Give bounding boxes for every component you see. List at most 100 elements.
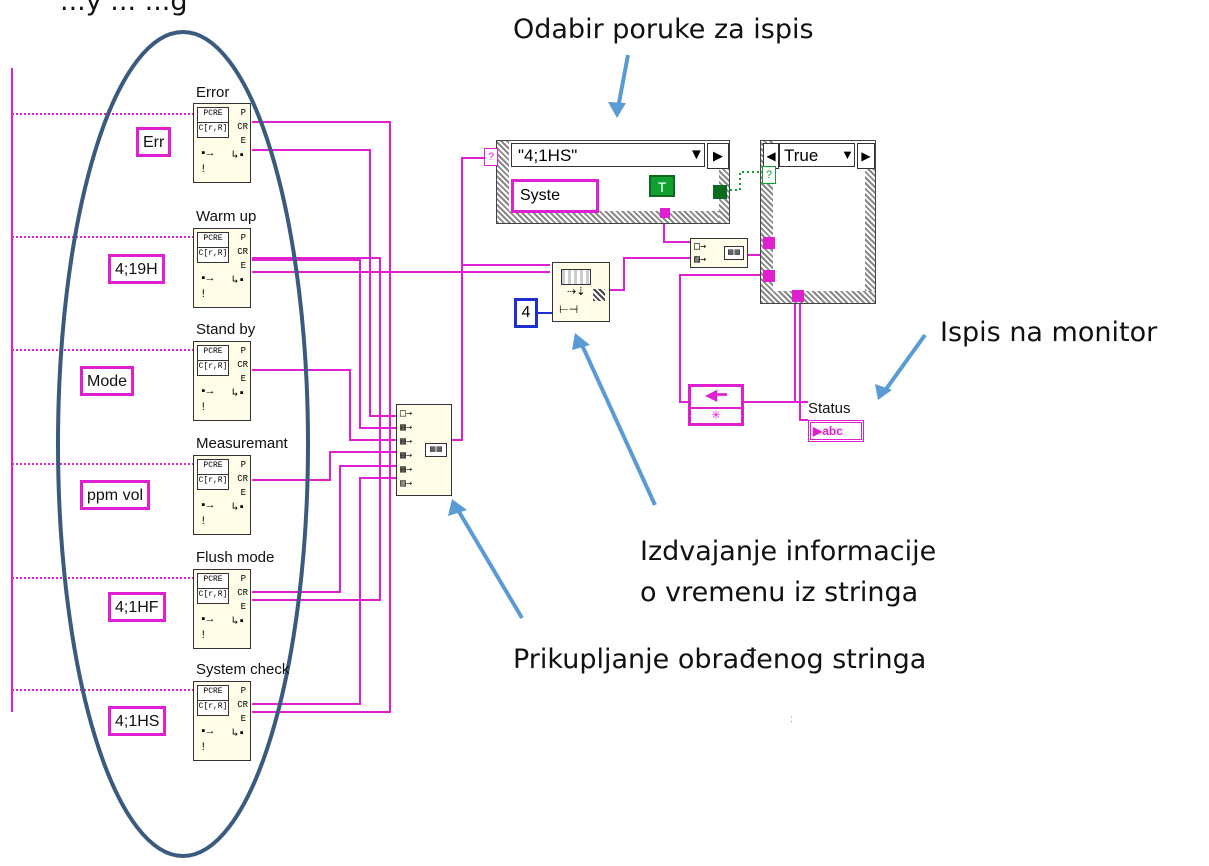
case2-next-icon[interactable]: ▶ (857, 143, 875, 169)
build-array-node[interactable]: □→▩→▩→▩→▩→▨→ ▩▩ (396, 404, 452, 496)
case2-prev-icon[interactable]: ◀ (763, 143, 779, 169)
input-arrow-icon: ▪→ (200, 500, 214, 512)
pcre-row: C[r,R] (197, 247, 229, 263)
pcre-label-systemcheck: System check (196, 661, 290, 678)
wire-bool-out (720, 171, 765, 191)
case-selector-terminal: ? (484, 148, 498, 166)
concat-output-icon: ▩▩ (724, 246, 744, 260)
const-err[interactable]: Err (136, 127, 172, 157)
wire-flush-out (252, 465, 398, 593)
chevron-down-icon[interactable]: ▼ (689, 146, 704, 163)
pcre-e: E (240, 374, 246, 384)
pcre-p: P (240, 233, 246, 243)
pcre-cr: CR (237, 474, 248, 484)
annot-extract-line2: o vremenu iz stringa (640, 577, 918, 608)
pcre-cr: CR (237, 247, 248, 257)
pcre-node-standby[interactable]: PCRE C[r,R] P CR E ▪→ ↳▪ ! (193, 341, 251, 421)
concat-output-icon: ▩▩ (425, 443, 447, 457)
pcre-e: E (240, 714, 246, 724)
feedback-node[interactable]: ◀━ ✳ (688, 384, 744, 426)
string-subset-icon (561, 269, 591, 285)
arrow-print-shaft (882, 333, 927, 394)
pcre-head: PCRE (197, 459, 229, 475)
pcre-label-measurement: Measuremant (196, 435, 289, 452)
pcre-label-error: Error (196, 84, 229, 101)
case-structure-true[interactable]: ◀ True ▼ ▶ (760, 140, 876, 304)
pcre-label-standby: Stand by (196, 321, 256, 338)
pcre-row: C[r,R] (197, 122, 229, 138)
arrow-extract-shaft (580, 344, 657, 506)
case-structure-message[interactable]: "4;1HS" ▼ ▶ Syste T (496, 140, 730, 224)
string-subset-node[interactable]: ⇢⇣ ⊢⊣ (552, 262, 610, 322)
pcre-p: P (240, 460, 246, 470)
pcre-node-systemcheck[interactable]: PCRE C[r,R] P CR E ▪→ ↳▪ ! (193, 681, 251, 761)
input-arrow-icon: ▪→ (200, 614, 214, 626)
input-arrow-icon: ▪→ (200, 148, 214, 160)
pcre-e: E (240, 488, 246, 498)
pcre-head: PCRE (197, 685, 229, 701)
bool-const-true[interactable]: T (649, 175, 675, 197)
const-syscheck[interactable]: 4;1HS (108, 706, 167, 736)
const-flush[interactable]: 4;1HF (108, 592, 166, 622)
const-mode[interactable]: Mode (80, 366, 135, 396)
status-label: Status (808, 400, 851, 417)
pcre-p: P (240, 346, 246, 356)
case2-border-bottom (761, 291, 875, 303)
input-arrow-icon: ▪→ (200, 726, 214, 738)
pcre-row: C[r,R] (197, 588, 229, 604)
case-tunnel-out (660, 208, 670, 218)
pcre-node-measurement[interactable]: PCRE C[r,R] P CR E ▪→ ↳▪ ! (193, 455, 251, 535)
pcre-node-warmup[interactable]: PCRE C[r,R] P CR E ▪→ ↳▪ ! (193, 228, 251, 308)
case2-selector-terminal: ? (762, 166, 776, 184)
const-warmup[interactable]: 4;19H (108, 254, 165, 284)
annot-print-monitor: Ispis na monitor (940, 317, 1158, 348)
status-indicator[interactable]: ▶abc (808, 420, 864, 442)
wire-feedback (679, 274, 770, 403)
wire-array-out (452, 157, 496, 441)
pcre-cr: CR (237, 360, 248, 370)
error-mark-icon: ! (200, 289, 207, 301)
output-arrow-icon: ↳▪ (231, 502, 245, 514)
arrow-print-head (875, 384, 892, 400)
const-syste[interactable]: Syste (511, 179, 599, 213)
subset-arrow-icon: ⇢⇣ (567, 286, 586, 298)
top-partial-text: ...y ... ...g (60, 0, 188, 17)
pcre-cr: CR (237, 122, 248, 132)
pcre-node-flush[interactable]: PCRE C[r,R] P CR E ▪→ ↳▪ ! (193, 569, 251, 649)
pcre-row: C[r,R] (197, 474, 229, 490)
concat-strings-node[interactable]: □→▨→ ▩▩ (690, 238, 748, 268)
wire-standby-out (252, 369, 398, 441)
pcre-node-error[interactable]: PCRE C[r,R] P CR E ▪→ ↳▪ ! (193, 103, 251, 183)
length-icon: ⊢⊣ (559, 304, 579, 316)
pcre-p: P (240, 686, 246, 696)
arrow-select-shaft (616, 54, 630, 109)
pcre-row: C[r,R] (197, 700, 229, 716)
output-arrow-icon: ↳▪ (231, 150, 245, 162)
case-next-icon[interactable]: ▶ (707, 143, 729, 169)
wire-case2-down (799, 296, 808, 421)
const-ppmvol[interactable]: ppm vol (80, 480, 151, 510)
pcre-head: PCRE (197, 573, 229, 589)
numeric-constant[interactable]: 4 (514, 298, 538, 328)
pcre-e: E (240, 136, 246, 146)
error-mark-icon: ! (200, 742, 207, 754)
case2-tunnel-out (792, 290, 804, 302)
case2-selector-label[interactable]: True (779, 143, 855, 167)
arrow-collect-shaft (456, 508, 524, 620)
concat-inputs-icon: □→▨→ (694, 241, 707, 265)
left-arrow-icon: ◀━ (691, 387, 741, 409)
pcre-e: E (240, 602, 246, 612)
wire-error-out (252, 149, 398, 417)
error-mark-icon: ! (200, 164, 207, 176)
status-indicator-glyph: abc (822, 424, 843, 438)
output-arrow-icon: ↳▪ (231, 388, 245, 400)
input-arrow-icon: ▪→ (200, 386, 214, 398)
pcre-head: PCRE (197, 232, 229, 248)
grouping-ellipse (56, 30, 310, 858)
chevron-down-icon[interactable]: ▼ (841, 147, 854, 162)
case-selector-label[interactable]: "4;1HS" (511, 143, 705, 167)
error-mark-icon: ! (200, 630, 207, 642)
string-indicator-icon: ▶ (813, 424, 823, 438)
arrow-select-head (608, 102, 626, 118)
